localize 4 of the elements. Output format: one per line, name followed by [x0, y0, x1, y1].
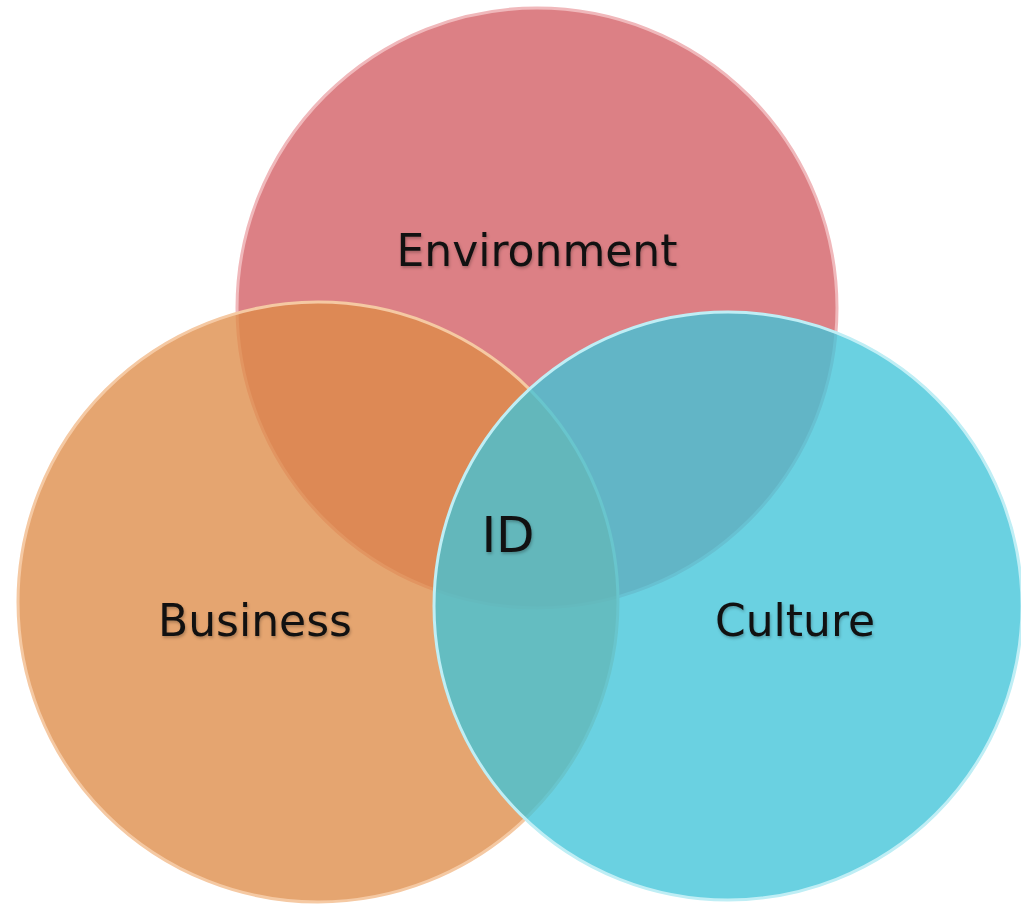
circle-label: Environment: [396, 224, 678, 276]
circle-label: Business: [158, 594, 352, 646]
circle-label: Culture: [714, 594, 876, 646]
center-label: ID: [481, 506, 535, 564]
